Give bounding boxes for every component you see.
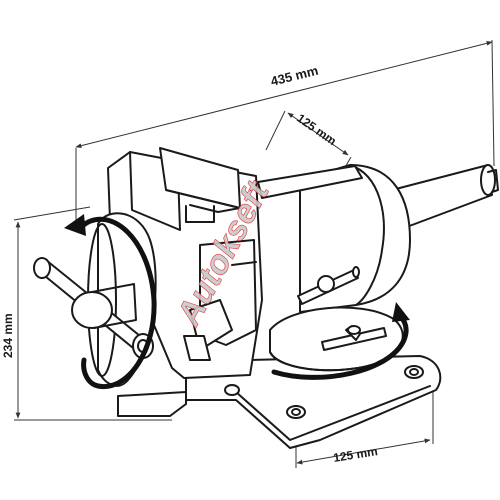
arrow-head-icon (64, 214, 86, 236)
dimension-height (13, 206, 172, 421)
swivel-lock-handle (297, 266, 387, 351)
curved-arrow-icon (271, 313, 409, 380)
swivel-base (185, 355, 442, 449)
extension-line (265, 110, 286, 151)
curved-arrow-icon (79, 216, 157, 390)
dimension-base-line (296, 438, 431, 465)
front-jaw (107, 147, 263, 379)
dimension-length-line (75, 40, 493, 149)
rotation-arrow-swivel (271, 313, 409, 380)
extension-line (13, 206, 91, 221)
arrow-head-icon (392, 302, 410, 322)
vise-body (33, 147, 499, 449)
front-bottom-plate (117, 391, 187, 417)
dimension-height-label: 234 mm (1, 313, 15, 358)
dimension-length-label: 435 mm (269, 63, 320, 89)
extension-line (491, 39, 495, 167)
rotation-arrow-handle (79, 216, 157, 390)
dimension-jaw-line (287, 112, 349, 156)
dimension-length (75, 39, 495, 232)
dimension-base-width-label: 125 mm (332, 444, 378, 465)
dimension-jaw-width-label: 125 mm (294, 111, 339, 148)
handle-bar (33, 257, 154, 359)
